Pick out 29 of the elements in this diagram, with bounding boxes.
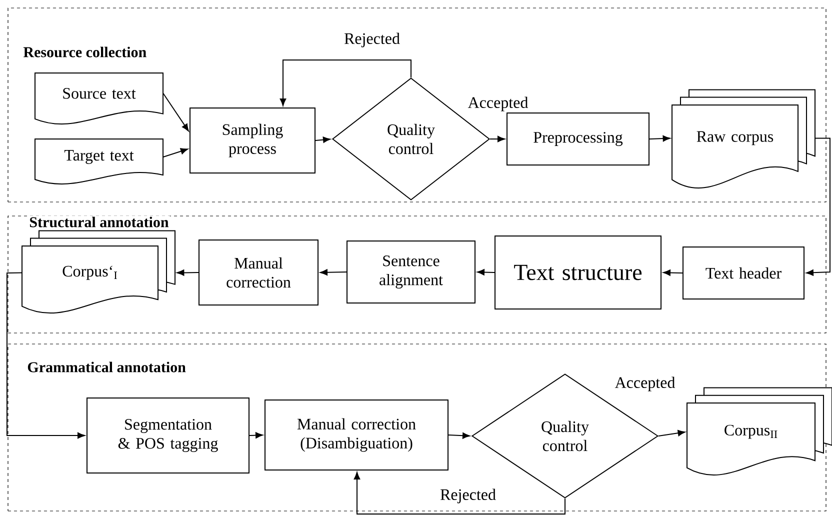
arrow xyxy=(162,148,188,158)
process-box: Segmentation & POS tagging xyxy=(86,398,250,474)
arrow xyxy=(315,136,331,143)
process-box: Preprocessing xyxy=(506,112,650,166)
arrow xyxy=(490,136,506,142)
edge-label: Rejected xyxy=(343,32,401,48)
arrow xyxy=(448,432,470,439)
process-box: Sentence alignment xyxy=(346,240,476,304)
node-label: Corpus$_{II}$ xyxy=(724,424,778,439)
arrow xyxy=(663,270,683,276)
process-box: Manual correction (Disambiguation) xyxy=(264,400,448,470)
arrow xyxy=(162,92,189,132)
arrow xyxy=(320,269,347,276)
arrow xyxy=(249,432,264,438)
arrow xyxy=(176,270,199,276)
arrow xyxy=(354,472,566,514)
arrow xyxy=(6,272,85,439)
arrow xyxy=(477,269,495,276)
arrow xyxy=(658,430,686,436)
process-box: Manual correction xyxy=(198,240,318,306)
arrow xyxy=(806,138,830,276)
stacked-documents: Corpus‘$_{I}$ xyxy=(22,230,176,314)
process-box: Sampling process xyxy=(190,108,316,174)
stacked-documents: Corpus$_{II}$ xyxy=(686,387,832,476)
arrow xyxy=(649,135,670,142)
process-box: Text structure xyxy=(494,236,662,310)
process-box: Text header xyxy=(682,246,804,300)
stacked-documents: Raw corpus xyxy=(672,89,816,188)
arrow xyxy=(280,60,412,106)
